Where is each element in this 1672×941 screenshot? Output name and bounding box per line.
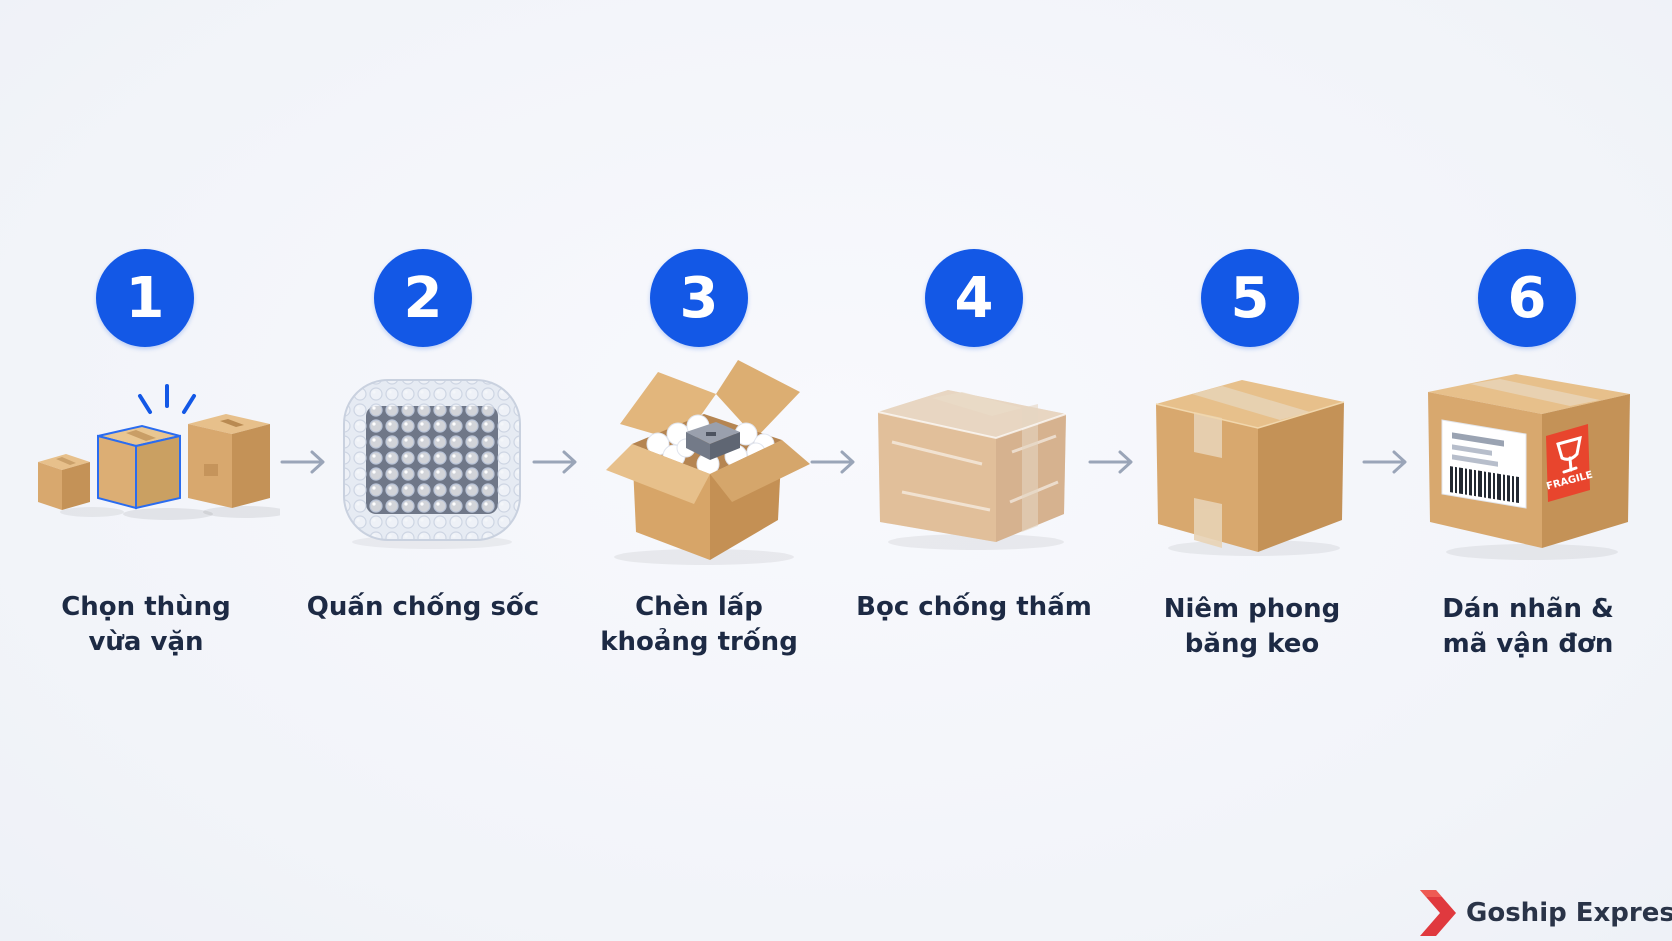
- selected-box-icon: [97, 424, 213, 520]
- step-3-number-badge: 3: [650, 249, 748, 347]
- step-2-number: 2: [403, 265, 443, 331]
- step-3-label-line-2: khoảng trống: [600, 627, 798, 657]
- step-3-label: Chèn lấp khoảng trống: [569, 590, 829, 660]
- step-1-number-badge: 1: [96, 249, 194, 347]
- step-6-number-badge: 6: [1478, 249, 1576, 347]
- barcode-icon: [1450, 466, 1519, 504]
- bubble-wrap-illustration: [343, 379, 521, 549]
- highlight-spark-icon: [138, 384, 196, 414]
- step-4-label-line-1: Bọc chống thấm: [856, 592, 1092, 622]
- step-6-label-line-1: Dán nhãn &: [1442, 594, 1614, 624]
- step-5-label: Niêm phong băng keo: [1122, 592, 1382, 662]
- tape-icon: [1192, 386, 1310, 548]
- broken-glass-icon: [1556, 435, 1582, 474]
- step-1-label: Chọn thùng vừa vặn: [16, 590, 276, 660]
- waterproof-wrap-illustration: [877, 390, 1067, 550]
- brand-logo: Goship Express: [1418, 890, 1672, 936]
- step-5-label-line-2: băng keo: [1184, 629, 1320, 659]
- arrow-right-icon: [810, 450, 855, 474]
- sealed-box-illustration: [1155, 380, 1345, 556]
- arrow-right-icon: [1362, 450, 1407, 474]
- filler-box-illustration: [606, 360, 810, 565]
- small-box-icon: [38, 454, 124, 517]
- step-5-label-line-1: Niêm phong: [1163, 594, 1341, 624]
- arrow-right-icon: [280, 450, 325, 474]
- large-box-icon: [188, 414, 280, 518]
- arrow-right-icon: [532, 450, 577, 474]
- brand-name: Goship Express: [1466, 898, 1672, 928]
- step-4-label: Bọc chống thấm: [844, 590, 1104, 625]
- step-4-number: 4: [954, 265, 994, 331]
- choose-box-illustration: [38, 384, 280, 520]
- step-1-number: 1: [125, 265, 165, 331]
- step-5-number: 5: [1230, 265, 1270, 331]
- arrow-right-icon: [1088, 450, 1133, 474]
- step-2-label: Quấn chống sốc: [293, 590, 553, 625]
- chevron-logo-icon: [1420, 890, 1456, 936]
- labeled-box-illustration: FRAGILE: [1424, 372, 1634, 562]
- step-4-number-badge: 4: [925, 249, 1023, 347]
- fragile-sticker: [1546, 424, 1590, 502]
- step-1-label-line-2: vừa vặn: [88, 627, 204, 657]
- step-6-label: Dán nhãn & mã vận đơn: [1398, 592, 1658, 662]
- step-3-label-line-1: Chèn lấp: [635, 592, 763, 622]
- step-3-number: 3: [679, 265, 719, 331]
- step-2-label-line-1: Quấn chống sốc: [306, 592, 540, 622]
- step-1-label-line-1: Chọn thùng: [61, 592, 231, 622]
- step-6-label-line-2: mã vận đơn: [1442, 629, 1614, 659]
- step-5-number-badge: 5: [1201, 249, 1299, 347]
- step-2-number-badge: 2: [374, 249, 472, 347]
- step-6-number: 6: [1507, 265, 1547, 331]
